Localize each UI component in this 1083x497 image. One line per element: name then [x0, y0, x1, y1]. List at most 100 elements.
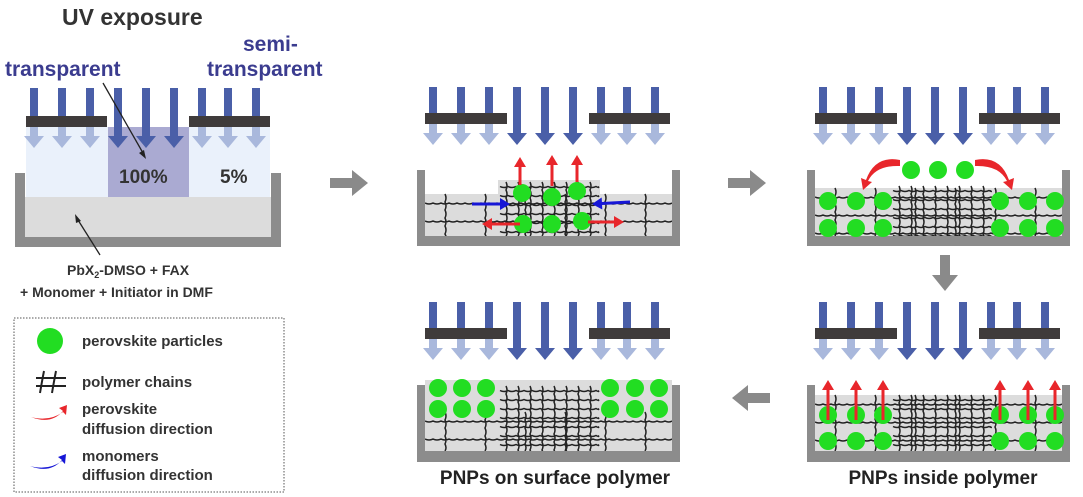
flow-arrow-right [728, 170, 766, 196]
polymer-chains [814, 187, 1063, 237]
arrow-shape [591, 197, 631, 210]
perovskite-particle [601, 400, 619, 418]
perovskite-particle [513, 184, 531, 202]
mask-left [26, 116, 107, 127]
legend-box [13, 317, 285, 493]
flow-arrow-right [330, 170, 368, 196]
polymer-chains [892, 185, 993, 238]
pointer-arrowhead [139, 150, 146, 159]
monomer-diffusion-arrow [591, 197, 631, 210]
perovskite-diffusion-arrow [482, 218, 520, 230]
perovskite-diffusion-arrow [822, 380, 834, 420]
mask-left [425, 113, 507, 124]
perovskite-particle [626, 400, 644, 418]
perovskite-particle [650, 379, 668, 397]
arrow-shape [514, 157, 526, 185]
perovskite-diffusion-arrow [975, 159, 1014, 190]
percent-100: 100% [119, 167, 168, 188]
liquid [24, 197, 272, 237]
uv-arrow-icon [136, 88, 156, 148]
perovskite-particle [847, 192, 865, 210]
legend-particle-icon [37, 328, 63, 354]
mask-right [589, 113, 670, 124]
uv-arrow-icon [563, 302, 583, 360]
container [417, 385, 680, 462]
perovskite-particle [991, 192, 1009, 210]
legend-monomer-diff-2: diffusion direction [82, 467, 213, 484]
perovskite-particle [573, 212, 591, 230]
arrow-shape [472, 198, 510, 210]
perovskite-particle [477, 379, 495, 397]
uv-exposure-title: UV exposure [62, 4, 203, 30]
uv-arrow-icon [953, 302, 973, 360]
perovskite-particle [650, 400, 668, 418]
container [807, 385, 1070, 462]
arrow-shape [877, 380, 889, 420]
perovskite-particle [1019, 432, 1037, 450]
perovskite-diffusion-arrow [588, 216, 624, 228]
uv-arrow-icon [925, 302, 945, 360]
perovskite-particle [902, 161, 920, 179]
pointer-line [102, 82, 144, 154]
perovskite-particle [991, 219, 1009, 237]
uv-arrow-icon [953, 87, 973, 145]
polymer-chains [892, 394, 993, 452]
perovskite-particle [874, 192, 892, 210]
perovskite-particle [819, 432, 837, 450]
uv-arrow-icon [535, 87, 555, 145]
uv-arrow-icon [563, 87, 583, 145]
caption-inside: PNPs inside polymer [848, 468, 1038, 489]
panel-phase-separation [807, 87, 1070, 246]
legend-monomer-diff-1: monomers [82, 448, 159, 465]
arrow-shape [588, 216, 624, 228]
pointer-arrowhead [75, 214, 81, 223]
legend-perovskite-diff-1: perovskite [82, 401, 157, 418]
polymer-chain-icon [36, 370, 66, 394]
container [15, 173, 281, 247]
semi-transparent-label: transparent [207, 58, 323, 81]
perovskite-particle [626, 379, 644, 397]
legend-chains: polymer chains [82, 374, 192, 391]
mask-right [189, 116, 270, 127]
perovskite-particle [956, 161, 974, 179]
container [417, 170, 680, 246]
perovskite-diffusion-arrow [546, 155, 558, 186]
perovskite-particle [477, 400, 495, 418]
monomer-diffusion-arrow [472, 198, 510, 210]
legend-perovskite-diff-2: diffusion direction [82, 421, 213, 438]
arrow-shape [994, 380, 1006, 420]
container [807, 170, 1070, 246]
solution-label-line1: PbX2-DMSO + FAX [67, 262, 190, 280]
arrow-shape [482, 218, 520, 230]
perovskite-particle [991, 432, 1009, 450]
percent-5: 5% [220, 167, 248, 188]
mask-left [815, 113, 897, 124]
red-curved-arrow-icon [31, 405, 67, 420]
legend: perovskite particles polymer chains pero… [13, 317, 285, 493]
perovskite-particle [929, 161, 947, 179]
perovskite-particle [453, 400, 471, 418]
perovskite-particle [874, 219, 892, 237]
mask-right [979, 328, 1060, 339]
perovskite-particle [453, 379, 471, 397]
perovskite-particle [568, 182, 586, 200]
arrow-shape [850, 380, 862, 420]
panel-pnps-inside [807, 302, 1070, 462]
perovskite-particle [847, 432, 865, 450]
perovskite-particle [429, 400, 447, 418]
perovskite-diffusion-arrow [861, 159, 900, 190]
perovskite-particle [819, 219, 837, 237]
perovskite-particle [847, 219, 865, 237]
perovskite-diffusion-arrow [571, 155, 583, 182]
perovskite-particle [601, 379, 619, 397]
panel-polymerization-start [417, 87, 680, 246]
panel-initial: UV exposure transparent semi- transparen… [5, 4, 323, 300]
arrow-shape [1049, 380, 1061, 420]
caption-surface: PNPs on surface polymer [440, 468, 671, 489]
blue-curved-arrow-icon [30, 454, 66, 469]
uv-arrow-icon [164, 88, 184, 148]
polymer-chains [499, 385, 600, 454]
perovskite-particle [819, 192, 837, 210]
uv-arrow-icon [108, 88, 128, 148]
